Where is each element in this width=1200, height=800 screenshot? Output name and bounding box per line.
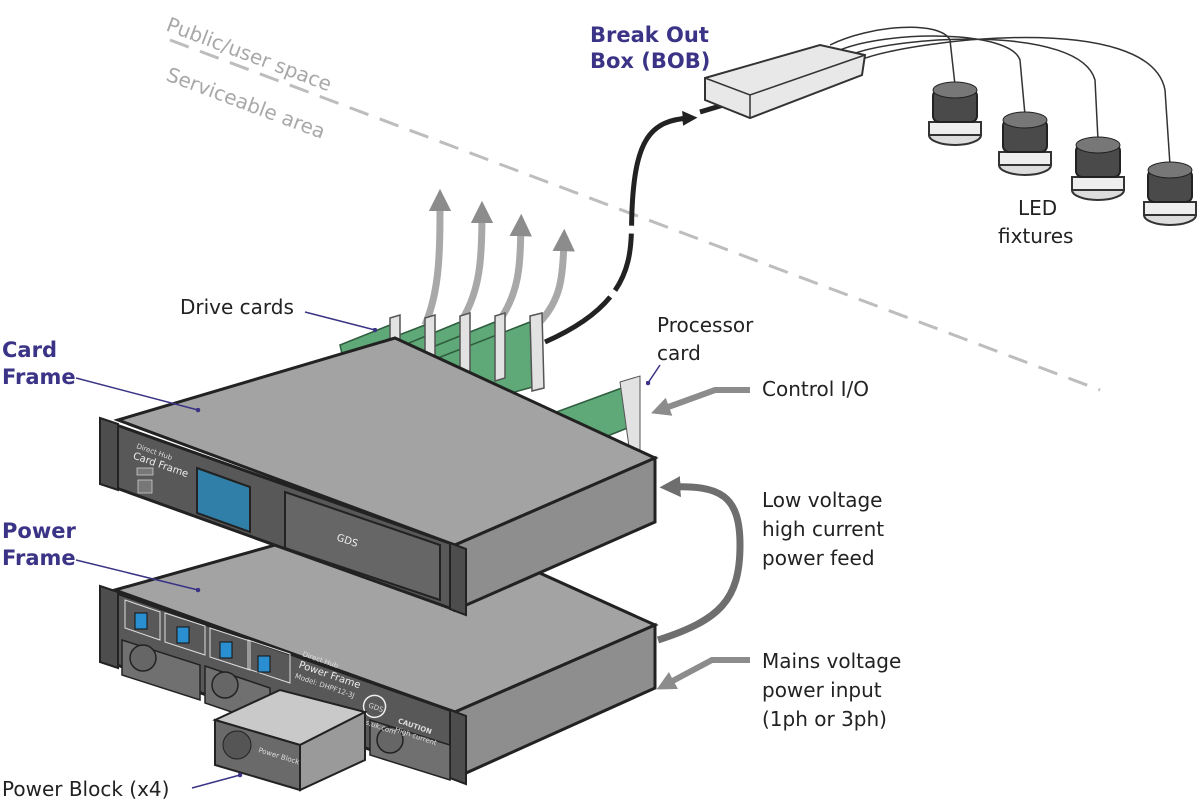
bob-label-1: Break Out xyxy=(590,23,709,47)
low-voltage-label-1: Low voltage xyxy=(762,488,882,512)
mains-label-2: power input xyxy=(762,678,882,702)
processor-card-label-1: Processor xyxy=(657,313,754,337)
processor-card-label-2: card xyxy=(657,341,701,365)
airflow-arrow xyxy=(458,200,494,322)
card-frame-leader xyxy=(75,377,201,413)
led-wires xyxy=(829,26,1171,166)
airflow-arrow xyxy=(537,228,575,325)
led-fixture xyxy=(1071,136,1125,201)
processor-card-leader xyxy=(645,364,661,386)
power-block: Power Block xyxy=(212,688,368,792)
mains-label-1: Mains voltage xyxy=(762,649,901,673)
power-frame-label-2: Frame xyxy=(2,546,76,570)
led-label-2: fixtures xyxy=(998,224,1073,248)
zone-divider xyxy=(169,38,1101,392)
power-frame-label-1: Power xyxy=(2,519,76,543)
card-frame-label-1: Card xyxy=(2,338,57,362)
led-fixture xyxy=(1143,161,1197,226)
control-io-arrow xyxy=(650,387,750,416)
control-io-label: Control I/O xyxy=(762,377,869,401)
break-out-box xyxy=(704,43,867,120)
power-block-bays xyxy=(121,638,451,782)
mains-input-arrow xyxy=(656,657,750,690)
airflow-arrow xyxy=(421,188,452,327)
low-voltage-label-3: power feed xyxy=(762,546,875,570)
low-voltage-label-2: high current xyxy=(762,517,884,541)
airflow-arrow xyxy=(497,213,532,322)
mains-label-3: (1ph or 3ph) xyxy=(762,707,887,731)
bob-label-2: Box (BOB) xyxy=(590,49,710,73)
breakers xyxy=(124,599,291,684)
power-frame: Direct Hub Power Frame Model: DHPF12-3J … xyxy=(99,508,659,786)
card-frame: GDS Direct Hub Card Frame xyxy=(99,336,659,617)
fan-grille xyxy=(284,490,441,602)
touch-screen xyxy=(196,466,251,534)
drive-cards-leader xyxy=(304,311,378,333)
power-frame-leader xyxy=(75,559,201,593)
card-frame-label-2: Frame xyxy=(2,365,76,389)
led-label-1: LED xyxy=(1018,196,1057,220)
led-fixture xyxy=(928,81,982,146)
led-fixtures xyxy=(928,81,1197,226)
power-block-label: Power Block (x4) xyxy=(2,777,169,800)
drive-cards-label: Drive cards xyxy=(180,295,294,319)
bob-cable xyxy=(543,110,698,345)
power-block-leader xyxy=(191,772,243,789)
led-fixture xyxy=(998,111,1052,176)
low-voltage-feed-arrow xyxy=(656,476,744,644)
airflow-arrows xyxy=(421,188,575,327)
